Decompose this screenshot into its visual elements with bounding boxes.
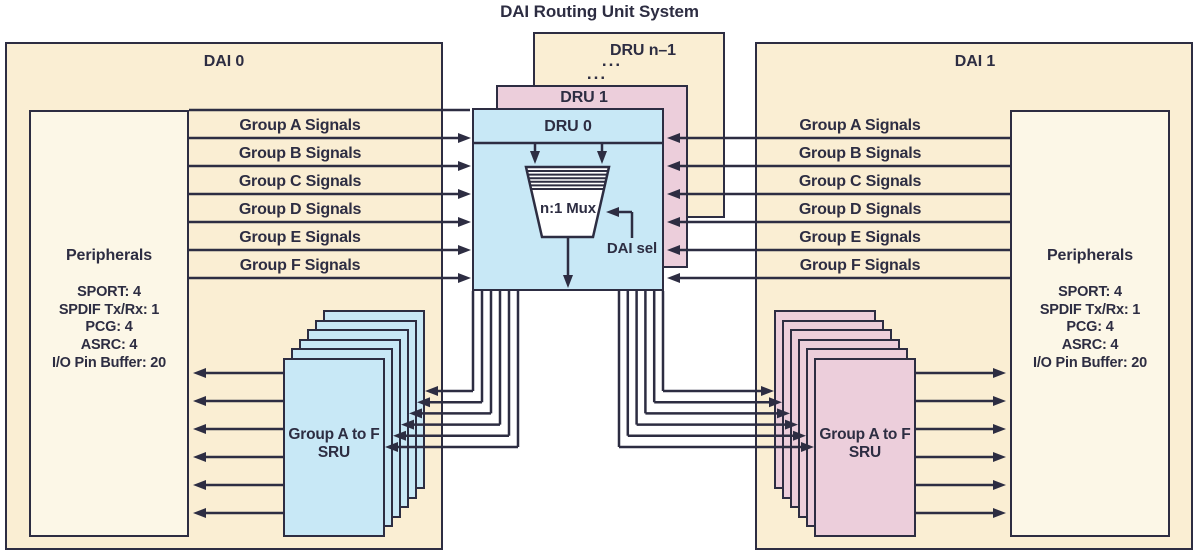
dru-0-label: DRU 0 <box>544 118 592 135</box>
dai0-label: DAI 0 <box>203 53 245 70</box>
peripheral-item: PCG: 4 <box>1066 319 1114 336</box>
sru-right-label-line2: SRU <box>848 444 882 461</box>
peripheral-item: SPORT: 4 <box>77 284 141 300</box>
signal-group-label: Group A Signals <box>799 117 921 134</box>
signal-group-label: Group D Signals <box>798 201 922 218</box>
dru-1-label: DRU 1 <box>560 89 608 106</box>
sru-layer <box>814 358 916 537</box>
mux-label: n:1 Mux <box>540 200 596 217</box>
peripheral-item: I/O Pin Buffer: 20 <box>51 354 167 371</box>
peripherals-right-title: Peripherals <box>1046 247 1134 264</box>
signal-group-label: Group E Signals <box>239 229 361 246</box>
signal-group-label: Group D Signals <box>238 201 362 218</box>
dai-select-label: DAI sel <box>606 240 658 257</box>
ellipsis-icon: ... <box>601 51 623 70</box>
signal-group-label: Group C Signals <box>238 173 362 190</box>
signal-group-label: Group B Signals <box>798 145 922 162</box>
signal-group-label: Group B Signals <box>238 145 362 162</box>
peripheral-item: SPDIF Tx/Rx: 1 <box>58 301 160 318</box>
peripheral-item: SPDIF Tx/Rx: 1 <box>1039 301 1141 318</box>
peripheral-item: ASRC: 4 <box>80 337 138 354</box>
peripherals-left-title: Peripherals <box>65 247 153 264</box>
signal-group-label: Group C Signals <box>798 173 922 190</box>
sru-right-label-line1: Group A to F <box>819 426 911 443</box>
peripheral-item: PCG: 4 <box>85 319 133 336</box>
dru-n1-label: DRU n–1 <box>610 42 676 59</box>
sru-left-label-line2: SRU <box>317 444 351 461</box>
signal-group-label: Group F Signals <box>799 257 921 274</box>
dai1-label: DAI 1 <box>954 53 996 70</box>
signal-group-label: Group E Signals <box>799 229 921 246</box>
ellipsis-icon: ... <box>586 64 608 83</box>
peripheral-item: ASRC: 4 <box>1061 337 1119 354</box>
signal-group-label: Group A Signals <box>239 117 361 134</box>
peripherals-left-box <box>29 110 189 537</box>
peripheral-item: I/O Pin Buffer: 20 <box>1032 354 1148 371</box>
sru-right-label: Group A to F SRU <box>805 426 925 462</box>
peripheral-item: SPORT: 4 <box>1058 284 1122 300</box>
peripherals-right-box <box>1010 110 1170 537</box>
diagram-title: DAI Routing Unit System <box>500 2 699 21</box>
sru-left-label-line1: Group A to F <box>288 426 380 443</box>
signal-group-label: Group F Signals <box>239 257 361 274</box>
sru-layer <box>283 358 385 537</box>
sru-left-label: Group A to F SRU <box>274 426 394 462</box>
